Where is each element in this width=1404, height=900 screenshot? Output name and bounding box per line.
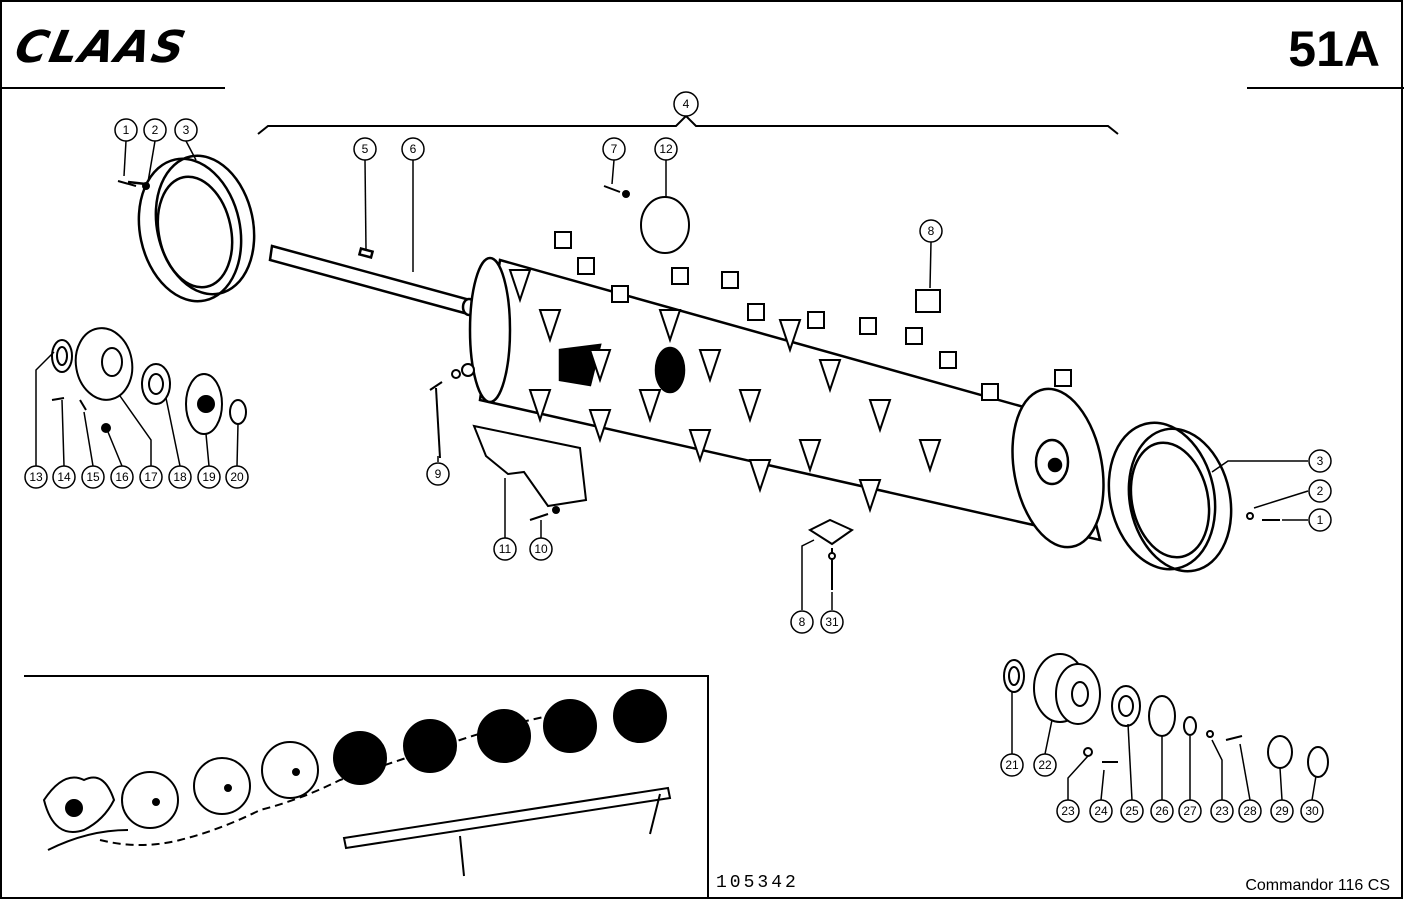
rotor-sequence-inset — [42, 689, 672, 877]
drum-drawing — [468, 256, 1105, 549]
callout-2: 2 — [1317, 484, 1324, 498]
callout-24: 24 — [1094, 804, 1108, 818]
callout-9: 9 — [435, 467, 442, 481]
callout-27: 27 — [1183, 804, 1197, 818]
right-ring-drawing — [1107, 421, 1233, 573]
drawing-number: 105342 — [716, 873, 799, 893]
callout-28: 28 — [1243, 804, 1257, 818]
callout-10: 10 — [534, 542, 548, 556]
callout-23: 23 — [1061, 804, 1075, 818]
page-number: 51A — [1288, 21, 1380, 77]
misc-parts — [472, 196, 855, 546]
callout-23: 23 — [1215, 804, 1229, 818]
callout-21: 21 — [1005, 758, 1019, 772]
part-8-block — [915, 289, 941, 313]
callout-12: 12 — [659, 142, 673, 156]
callout-14: 14 — [57, 470, 71, 484]
callout-8: 8 — [799, 615, 806, 629]
model-name: Commandor 116 CS — [1245, 877, 1390, 894]
callout-15: 15 — [86, 470, 100, 484]
shaft-drawing — [268, 244, 477, 317]
callout-13: 13 — [29, 470, 43, 484]
left-hub-assembly — [51, 327, 247, 435]
callout-29: 29 — [1275, 804, 1289, 818]
callout-30: 30 — [1305, 804, 1319, 818]
callout-8: 8 — [928, 224, 935, 238]
callout-19: 19 — [202, 470, 216, 484]
callout-26: 26 — [1155, 804, 1169, 818]
callout-22: 22 — [1038, 758, 1052, 772]
callout-7: 7 — [611, 142, 618, 156]
callout-3: 3 — [1317, 454, 1324, 468]
right-hub-assembly — [1003, 653, 1329, 778]
callout-5: 5 — [362, 142, 369, 156]
callout-4: 4 — [683, 97, 690, 111]
callout-6: 6 — [410, 142, 417, 156]
callout-25: 25 — [1125, 804, 1139, 818]
callout-17: 17 — [144, 470, 158, 484]
callout-20: 20 — [230, 470, 244, 484]
callout-2: 2 — [152, 123, 159, 137]
callout-1: 1 — [1317, 513, 1324, 527]
bolts — [117, 180, 1280, 590]
callout-11: 11 — [499, 542, 512, 556]
callout-3: 3 — [183, 123, 190, 137]
leader-lines — [35, 140, 1317, 801]
drum-tines — [508, 231, 1072, 514]
callout-31: 31 — [825, 615, 839, 629]
left-ring-drawing — [127, 154, 256, 303]
callout-1: 1 — [123, 123, 130, 137]
callout-16: 16 — [115, 470, 129, 484]
callout-18: 18 — [173, 470, 187, 484]
